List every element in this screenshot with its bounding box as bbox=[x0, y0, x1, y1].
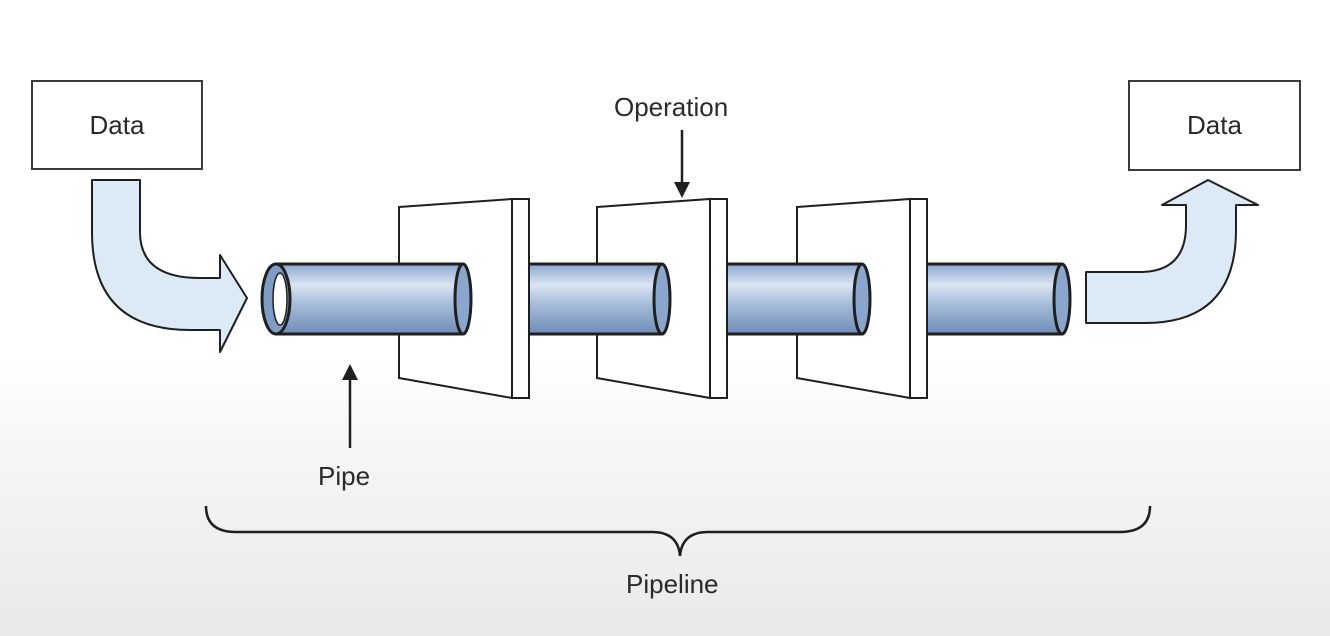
pipe-label: Pipe bbox=[318, 461, 371, 491]
input-data-box: Data bbox=[31, 80, 203, 170]
input-data-label: Data bbox=[89, 109, 145, 140]
operation-pointer-arrow bbox=[674, 130, 690, 198]
output-data-box: Data bbox=[1128, 80, 1301, 171]
operation-label: Operation bbox=[614, 92, 729, 122]
pipe-segment-1 bbox=[260, 262, 473, 336]
pipe-pointer-arrow bbox=[342, 364, 358, 448]
output-data-label: Data bbox=[1187, 110, 1242, 140]
pipeline-brace bbox=[204, 505, 1152, 557]
input-flow-arrow bbox=[91, 179, 248, 353]
output-flow-arrow bbox=[1085, 179, 1259, 324]
pipeline-label: Pipeline bbox=[626, 569, 719, 599]
